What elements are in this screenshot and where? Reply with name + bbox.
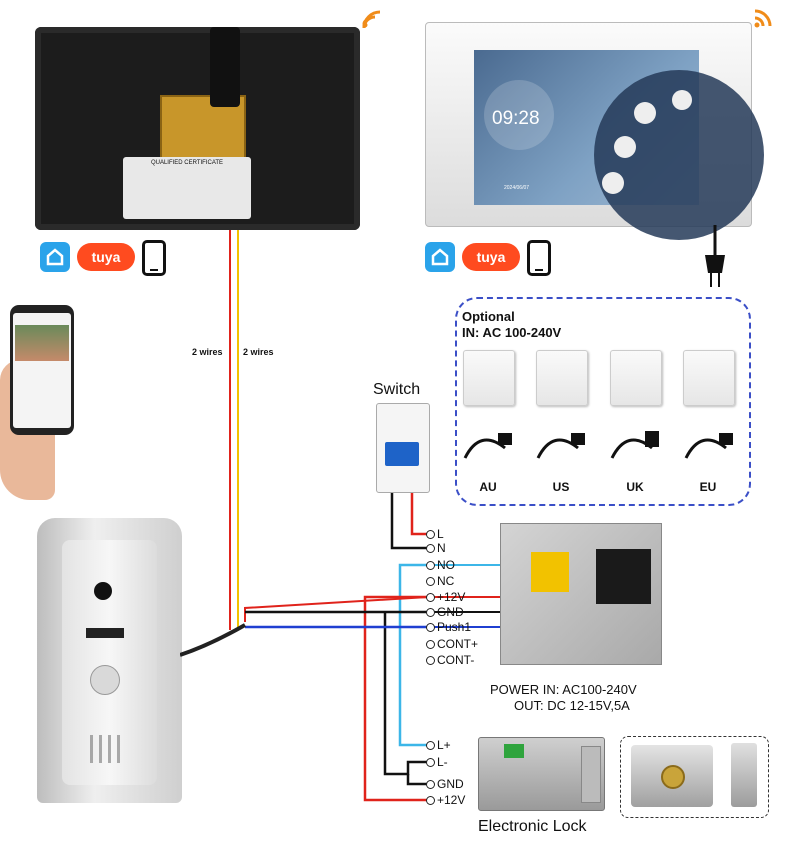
terminal-lock-12v: +12V [426, 793, 465, 807]
clock-time: 09:28 [492, 108, 540, 129]
optional-power-box [455, 297, 751, 506]
terminal-L: L [426, 527, 444, 541]
plug-label-uk: UK [626, 480, 644, 494]
plug-label-eu: EU [699, 480, 717, 494]
lock-photo-frame [620, 736, 769, 818]
keyhole-icon [661, 765, 685, 789]
door-station [62, 540, 157, 785]
switch-title: Switch [373, 381, 421, 398]
lock-body [631, 745, 713, 807]
wire-red-12v [244, 596, 429, 622]
wire-red-12v-lock [363, 595, 428, 802]
socket-uk [610, 350, 662, 406]
psu-transformer [531, 552, 569, 592]
wifi-icon [754, 9, 772, 28]
phone-icon [142, 240, 166, 276]
terminal-lock-L-plus: L+ [426, 738, 451, 752]
terminal-cont-plus: CONT+ [426, 637, 478, 651]
speaker-grille [90, 735, 126, 763]
monitor-back-pcb [160, 95, 246, 161]
clock-date: 2024/06/07 [504, 185, 530, 191]
terminal-NC: NC [426, 574, 454, 588]
socket-us [536, 350, 588, 406]
plug-label-au: AU [479, 480, 497, 494]
certificate-label: QUALIFIED CERTIFICATE [150, 160, 224, 166]
terminal-lock-gnd: GND [426, 777, 464, 791]
breaker-handle[interactable] [385, 442, 419, 466]
door-camera [94, 582, 112, 600]
lock-title: Electronic Lock [478, 818, 587, 835]
smart-home-icon [425, 242, 455, 272]
terminal-12v: +12V [426, 590, 465, 604]
optional-input: IN: AC 100-240V [462, 325, 562, 340]
terminal-gnd: GND [426, 605, 464, 619]
terminal-cont-minus: CONT- [426, 653, 474, 667]
terminal-push1: Push1 [426, 620, 471, 634]
monitor-back: QUALIFIED CERTIFICATE [35, 27, 360, 230]
optional-title: Optional [462, 309, 515, 324]
smartphone-screen [13, 313, 71, 428]
monitor-screen: 09:28 2024/06/07 [474, 50, 764, 240]
plug-label-us: US [552, 480, 570, 494]
lock-internal [478, 737, 605, 811]
intercom-icon[interactable] [614, 136, 636, 158]
power-supply [500, 523, 662, 665]
video-preview [15, 325, 69, 361]
power-spec-in: POWER IN: AC100-240V [490, 682, 637, 697]
clock-circle [484, 80, 554, 150]
terminal-N: N [426, 541, 446, 555]
monitor-back-label: QUALIFIED CERTIFICATE [123, 157, 251, 219]
lock-strike [731, 743, 757, 807]
wire-black-switch-N [390, 490, 428, 550]
smart-home-icon [40, 242, 70, 272]
tuya-logo: tuya [77, 243, 135, 271]
settings-icon[interactable] [602, 172, 624, 194]
tuya-logo: tuya [462, 243, 520, 271]
monitor-front: 09:28 2024/06/07 [425, 22, 764, 240]
camera-icon[interactable] [634, 102, 656, 124]
door-cable [180, 623, 246, 657]
wire-black-gnd-lock [383, 612, 428, 776]
terminal-lock-L-minus: L- [426, 755, 448, 769]
door-nameplate [86, 628, 124, 638]
power-spec-out: OUT: DC 12-15V,5A [514, 698, 630, 713]
lock-pcb [504, 744, 524, 758]
wires-label-left: 2 wires [192, 347, 223, 357]
wire-black-gnd-lock2 [406, 774, 428, 786]
wire-red-switch-L [410, 490, 428, 536]
wifi-icon [362, 10, 381, 28]
psu-label [596, 549, 651, 604]
plug-icon [705, 225, 725, 287]
terminal-NO: NO [426, 558, 455, 572]
wires-label-right: 2 wires [243, 347, 274, 357]
lock-bolt [581, 746, 601, 803]
call-button[interactable] [90, 665, 120, 695]
socket-au [463, 350, 515, 406]
monitor-icon[interactable] [672, 90, 692, 110]
socket-eu [683, 350, 735, 406]
smartphone [10, 305, 74, 435]
breaker-switch [376, 403, 430, 493]
phone-icon [527, 240, 551, 276]
power-cords [463, 431, 733, 459]
wire-cyan-NO [398, 563, 428, 747]
monitor-cable [210, 27, 240, 107]
